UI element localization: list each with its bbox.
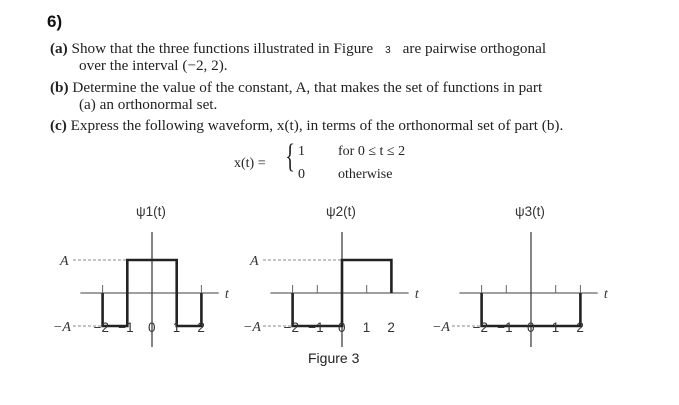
part-b-text2: (a) an orthonormal set. xyxy=(79,96,218,113)
plot-1-tick-label: −1 xyxy=(118,320,133,335)
plot-1-tick-label: 1 xyxy=(173,320,181,335)
case2-condition: otherwise xyxy=(338,167,393,182)
plot-3-level-neg-a-label: −A xyxy=(432,320,450,335)
plot-1-level-neg-a-label: −A xyxy=(53,320,71,335)
equation-lhs: x(t) = xyxy=(234,156,266,171)
plot-2-tick-label: −1 xyxy=(308,320,323,335)
plot-3-tick-label: −2 xyxy=(473,320,488,335)
plot-2-tick-label: 1 xyxy=(363,320,371,335)
equation-brace: { xyxy=(285,138,296,175)
plot-2-tick-label: −2 xyxy=(284,320,299,335)
plot-2-tick-label: 0 xyxy=(338,320,346,335)
figure-ref: 3 xyxy=(385,45,391,56)
plot-3-tick-label: 0 xyxy=(527,320,535,335)
plot-2-level-neg-a-label: −A xyxy=(243,320,261,335)
figure-caption: Figure 3 xyxy=(308,350,360,366)
plot-3-tick-label: 1 xyxy=(552,320,560,335)
plot-2-level-a-label: A xyxy=(249,254,259,269)
part-a-text2: are pairwise orthogonal xyxy=(402,40,547,57)
plot-3-waveform xyxy=(480,293,582,328)
part-c-label: (c) xyxy=(50,117,67,134)
plot-1-tick-label: −2 xyxy=(94,320,109,335)
plot-2-title: ψ2(t) xyxy=(326,204,356,219)
plot-1-tick-label: 2 xyxy=(197,320,205,335)
plot-2-waveform xyxy=(291,258,393,328)
question-number: 6) xyxy=(47,12,63,31)
case2-value: 0 xyxy=(298,167,305,182)
part-c-text1: Express the following waveform, x(t), in… xyxy=(70,117,564,134)
plot-2-tick-label: 2 xyxy=(387,320,395,335)
part-a-text3: over the interval (−2, 2). xyxy=(79,57,228,74)
plot-1-waveform xyxy=(101,258,203,328)
part-b-label: (b) xyxy=(50,79,69,96)
part-a-label: (a) xyxy=(50,40,68,57)
case1-condition: for 0 ≤ t ≤ 2 xyxy=(338,144,406,159)
plot-1-level-a-label: A xyxy=(59,254,69,269)
plot-2-t-axis-label: t xyxy=(415,287,420,302)
part-a-text1: Show that the three functions illustrate… xyxy=(71,40,374,57)
plot-3-tick-label: 2 xyxy=(576,320,584,335)
plot-3-t-axis-label: t xyxy=(604,287,609,302)
part-c-line1: (c) Express the following waveform, x(t)… xyxy=(50,117,563,134)
plot-1-title: ψ1(t) xyxy=(136,204,166,219)
plot-3-tick-label: −1 xyxy=(497,320,512,335)
part-b-text1: Determine the value of the constant, A, … xyxy=(72,79,543,96)
part-b-line1: (b) Determine the value of the constant,… xyxy=(50,79,542,96)
part-a-line1: (a) Show that the three functions illust… xyxy=(50,40,546,59)
plot-3-title: ψ3(t) xyxy=(515,204,545,219)
plot-1-t-axis-label: t xyxy=(225,287,230,302)
case1-value: 1 xyxy=(298,144,305,159)
plot-1-tick-label: 0 xyxy=(148,320,156,335)
